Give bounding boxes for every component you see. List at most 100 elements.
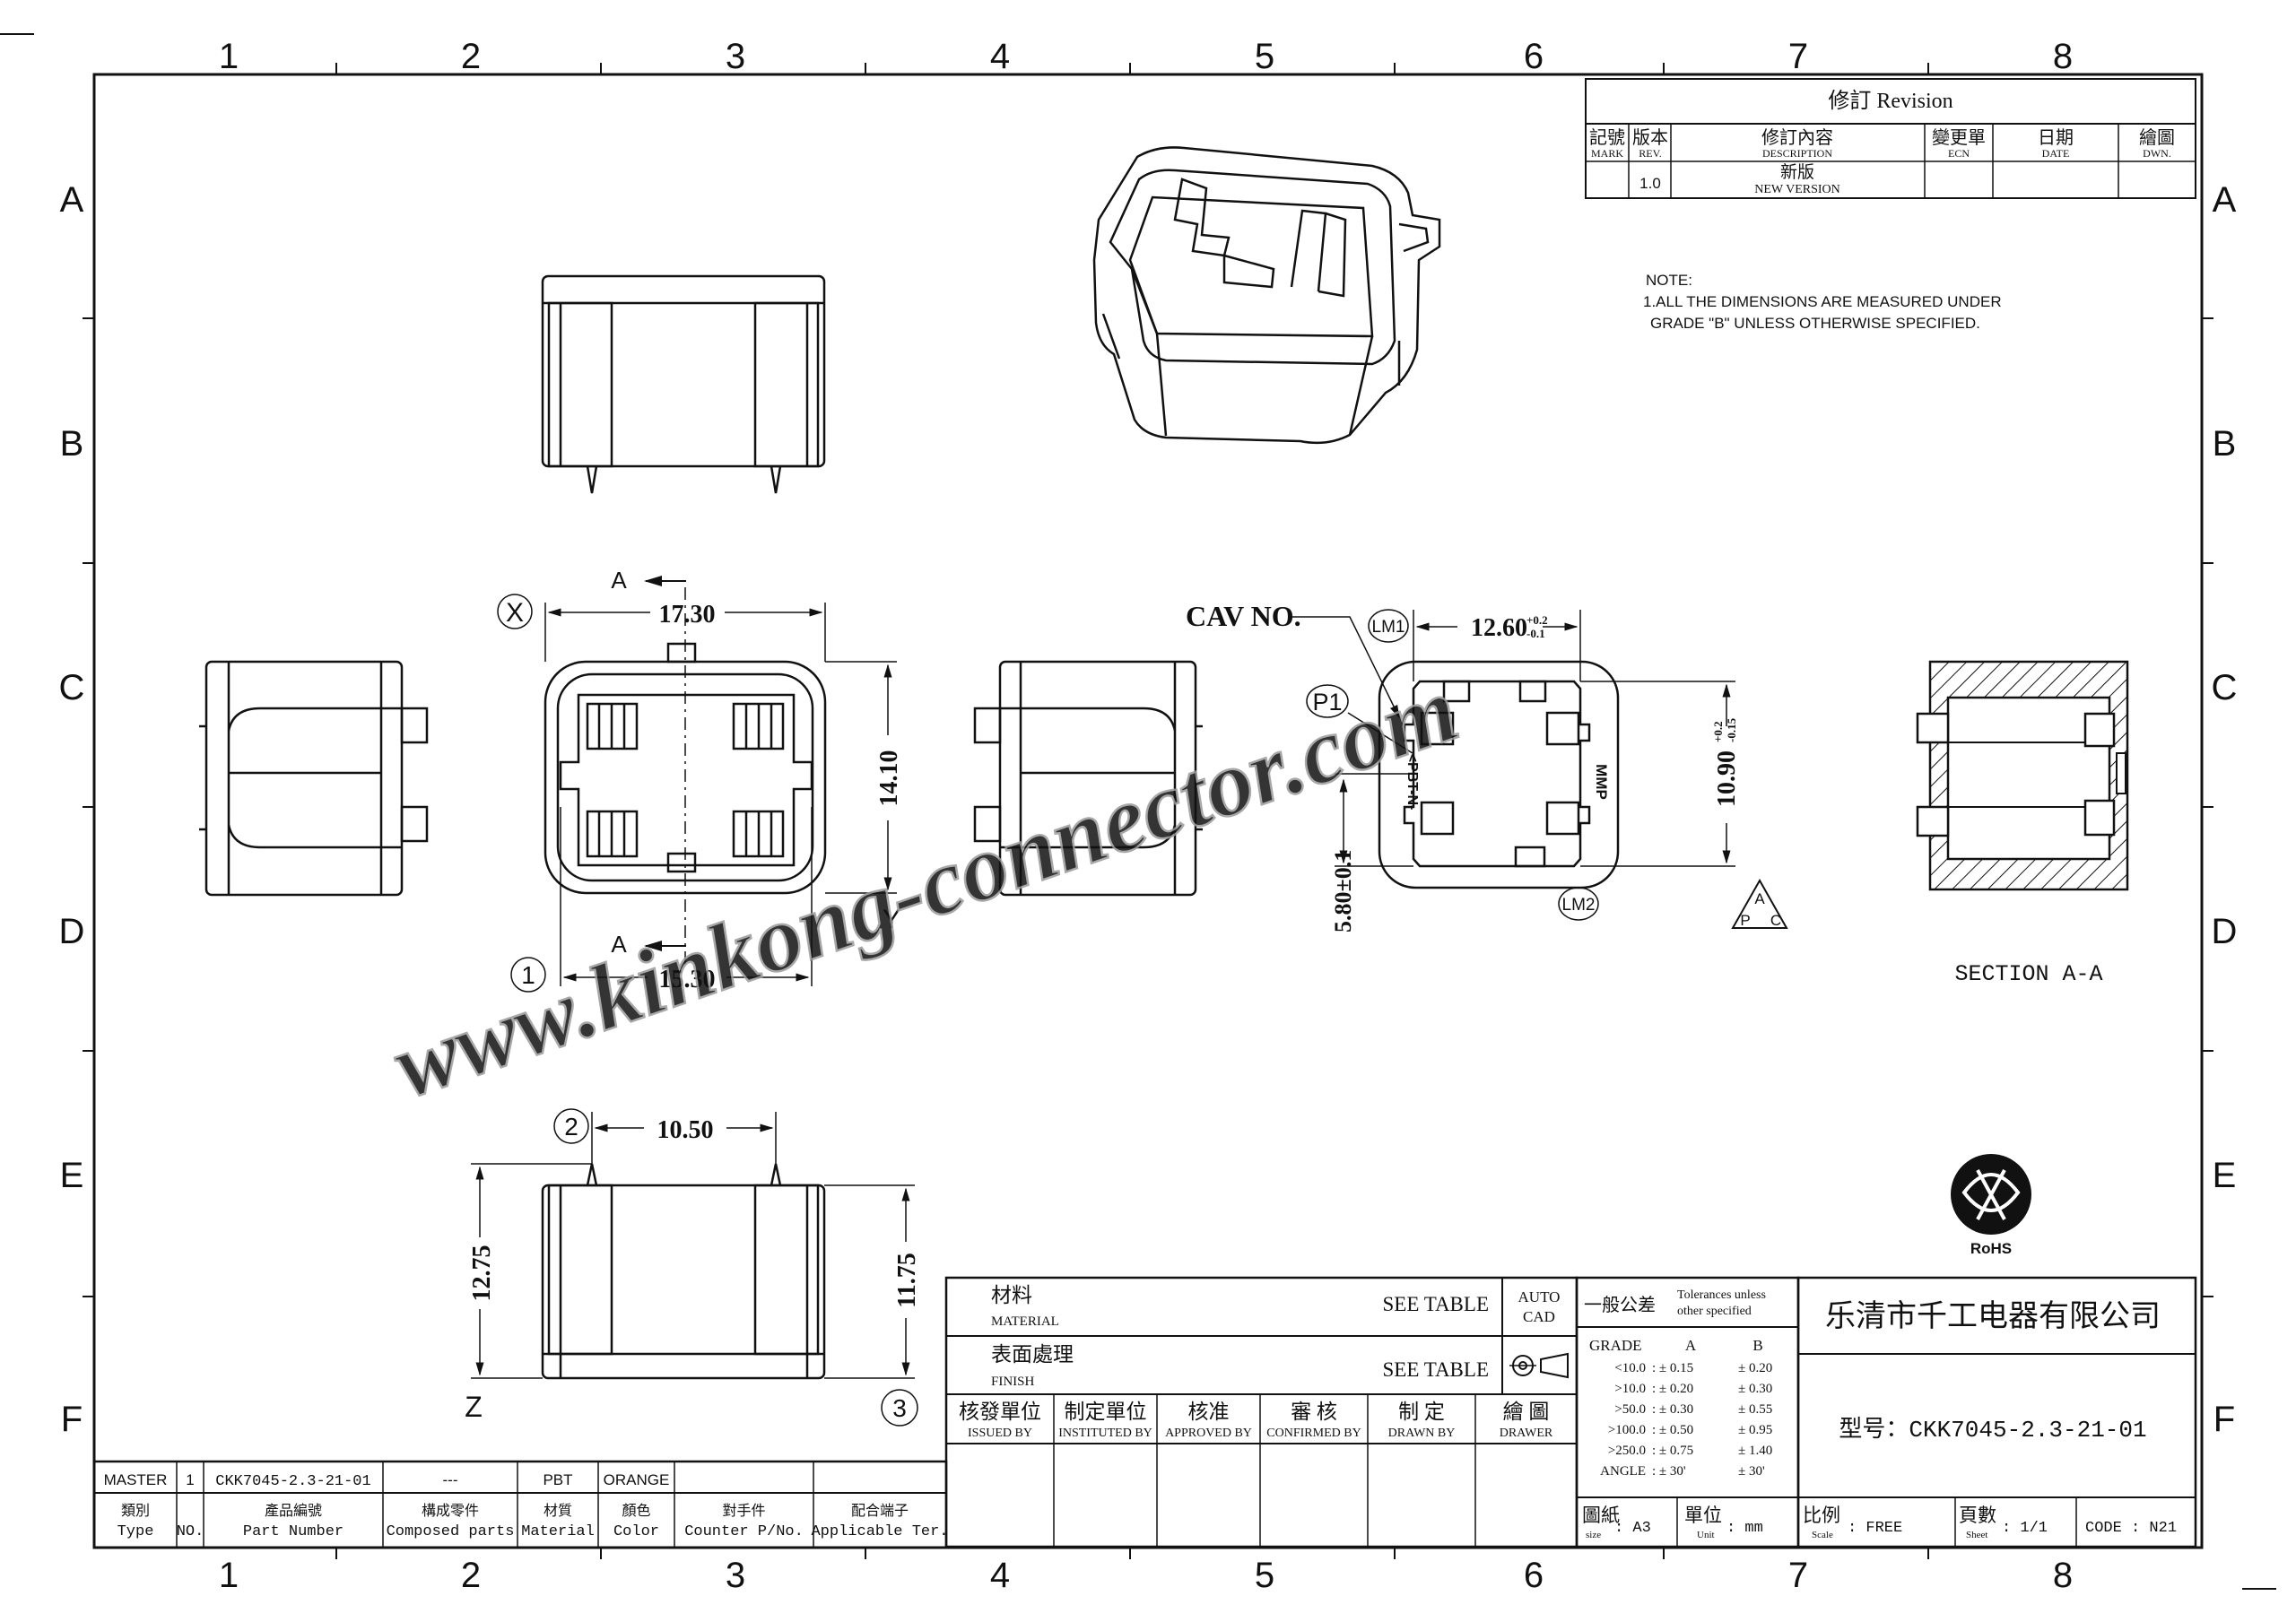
parts-head-en-6: Counter P/No.	[684, 1523, 804, 1540]
label-3-circle	[881, 1389, 918, 1427]
rev-head-rev-en: REV.	[1639, 147, 1661, 160]
signoff-en-3: CONFIRMED BY	[1266, 1427, 1361, 1440]
rev-desc-cn: 新版	[1780, 162, 1814, 182]
zone-col-top-3: 3	[726, 37, 745, 76]
rev-desc-en: NEW VERSION	[1754, 183, 1840, 196]
parts-head-en-4: Material	[521, 1523, 595, 1540]
zone-col-bottom-4: 4	[990, 1556, 1010, 1595]
zone-row-left-F: F	[61, 1400, 83, 1439]
rev-value: 1.0	[1639, 175, 1661, 192]
tol-b-1: ± 0.30	[1738, 1382, 1772, 1396]
parts-head-cn-2: 產品編號	[265, 1503, 322, 1519]
zone-col-top-7: 7	[1788, 37, 1808, 76]
signoff-en-0: ISSUED BY	[968, 1427, 1032, 1440]
zone-col-top-1: 1	[219, 37, 239, 76]
tol-range-1: >10.0	[1614, 1382, 1646, 1396]
label-z: Z	[465, 1391, 483, 1423]
zone-col-bottom-3: 3	[726, 1556, 745, 1595]
rev-head-date-cn: 日期	[2038, 128, 2074, 148]
zone-col-top-8: 8	[2053, 37, 2073, 76]
parts-head-cn-5: 顏色	[622, 1503, 650, 1519]
sheet-size-en: size	[1586, 1530, 1601, 1540]
finish-value: SEE TABLE	[1383, 1358, 1489, 1381]
label-p1: P1	[1312, 689, 1342, 716]
tol-b-0: ± 0.20	[1738, 1361, 1772, 1375]
signoff-en-5: DRAWER	[1500, 1427, 1553, 1440]
tol-b-5: ± 30'	[1738, 1464, 1765, 1479]
label-3: 3	[892, 1394, 907, 1422]
cavity-view	[1378, 660, 1620, 889]
recycle-letter-c: C	[1770, 912, 1781, 929]
dim-12-60-tol-minus: -0.1	[1526, 627, 1545, 640]
parts-head-en-5: Color	[613, 1523, 659, 1540]
sheet-value: : 1/1	[2002, 1520, 2048, 1537]
rev-head-date-en: DATE	[2042, 147, 2070, 160]
note-line-2: GRADE "B" UNLESS OTHERWISE SPECIFIED.	[1650, 315, 1980, 332]
zone-row-left-B: B	[60, 424, 84, 464]
finish-label-en: FINISH	[991, 1375, 1035, 1389]
finish-label-cn: 表面處理	[991, 1343, 1074, 1366]
tol-a-0: : ± 0.15	[1652, 1361, 1693, 1375]
parts-head-cn-6: 對手件	[722, 1503, 765, 1519]
dim-width-15-30: 15.30	[659, 966, 716, 993]
tol-range-4: >250.0	[1608, 1444, 1646, 1458]
scale-value: : FREE	[1848, 1520, 1902, 1537]
model-number: 型号：CKK7045-2.3-21-01	[1839, 1416, 2146, 1444]
zone-col-top-4: 4	[990, 37, 1010, 76]
note-title: NOTE:	[1646, 272, 1692, 289]
sheet-cn: 頁數	[1959, 1505, 1996, 1526]
signoff-cn-4: 制 定	[1398, 1401, 1445, 1423]
zone-col-bottom-7: 7	[1788, 1556, 1808, 1595]
dim-12-60-tol-plus: +0.2	[1526, 613, 1548, 627]
parts-row-cell-1: 1	[186, 1471, 194, 1488]
signoff-cn-0: 核發單位	[959, 1401, 1041, 1423]
signoff-en-1: INSTITUTED BY	[1058, 1427, 1152, 1440]
parts-head-en-2: Part Number	[243, 1523, 344, 1540]
label-y: Y	[883, 905, 900, 934]
rev-head-desc-en: DESCRIPTION	[1762, 147, 1832, 160]
signoff-cn-2: 核准	[1188, 1401, 1230, 1423]
tol-a-5: : ± 30'	[1652, 1464, 1686, 1479]
zone-col-bottom-5: 5	[1255, 1556, 1274, 1595]
tol-range-5: ANGLE	[1600, 1464, 1646, 1479]
cavity-view-annotations: <PBT-N- MMP CAV NO. P1 LM1 12.60 +0.2 -0…	[1186, 600, 1788, 932]
recycle-triangle-icon	[1731, 878, 1788, 929]
parts-head-en-7: Applicable Ter.	[811, 1523, 948, 1540]
dim-height-11-75: 11.75	[893, 1253, 921, 1307]
top-view	[541, 274, 826, 494]
dim-width-10-50: 10.50	[657, 1116, 714, 1144]
parts-head-cn-4: 材質	[544, 1503, 572, 1519]
section-a-a-view: SECTION A-A	[1916, 660, 2129, 987]
unit-value: : mm	[1726, 1520, 1763, 1537]
zone-col-bottom-2: 2	[461, 1556, 481, 1595]
bottom-view-dimensions: 10.50 2 12.75 11.75 Z 3	[465, 1108, 921, 1427]
rev-head-mark-en: MARK	[1591, 147, 1623, 160]
dim-10-90-tol-minus: -0.15	[1725, 717, 1738, 742]
zone-row-right-F: F	[2213, 1400, 2235, 1439]
unit-cn: 單位	[1684, 1505, 1722, 1526]
cavity-left-marking: <PBT-N-	[1405, 754, 1420, 811]
parts-head-cn-7: 配合端子	[851, 1503, 909, 1519]
section-marker-bottom: A	[611, 931, 627, 958]
zone-row-right-E: E	[2213, 1156, 2237, 1195]
sheet-en: Sheet	[1966, 1530, 1987, 1540]
zone-col-bottom-6: 6	[1524, 1556, 1544, 1595]
right-side-view	[973, 660, 1203, 897]
auto-cad-label-2: CAD	[1523, 1308, 1555, 1325]
zone-row-right-C: C	[2212, 668, 2238, 707]
tol-a-2: : ± 0.30	[1652, 1402, 1693, 1417]
tol-range-2: >50.0	[1614, 1402, 1646, 1417]
parts-head-cn-0: 類別	[121, 1503, 150, 1519]
label-lm1: LM1	[1372, 618, 1405, 637]
material-block: 材料 MATERIAL SEE TABLE 表面處理 FINISH SEE TA…	[944, 1276, 1578, 1548]
general-note: NOTE: 1.ALL THE DIMENSIONS ARE MEASURED …	[1643, 272, 2002, 332]
p1-circle	[1306, 684, 1349, 718]
material-value: SEE TABLE	[1383, 1293, 1489, 1315]
label-1: 1	[521, 961, 535, 989]
tolerance-rows: <10.0: ± 0.15± 0.20>10.0: ± 0.20± 0.30>5…	[1600, 1361, 1772, 1479]
front-view	[544, 587, 827, 968]
tol-a-4: : ± 0.75	[1652, 1444, 1693, 1458]
